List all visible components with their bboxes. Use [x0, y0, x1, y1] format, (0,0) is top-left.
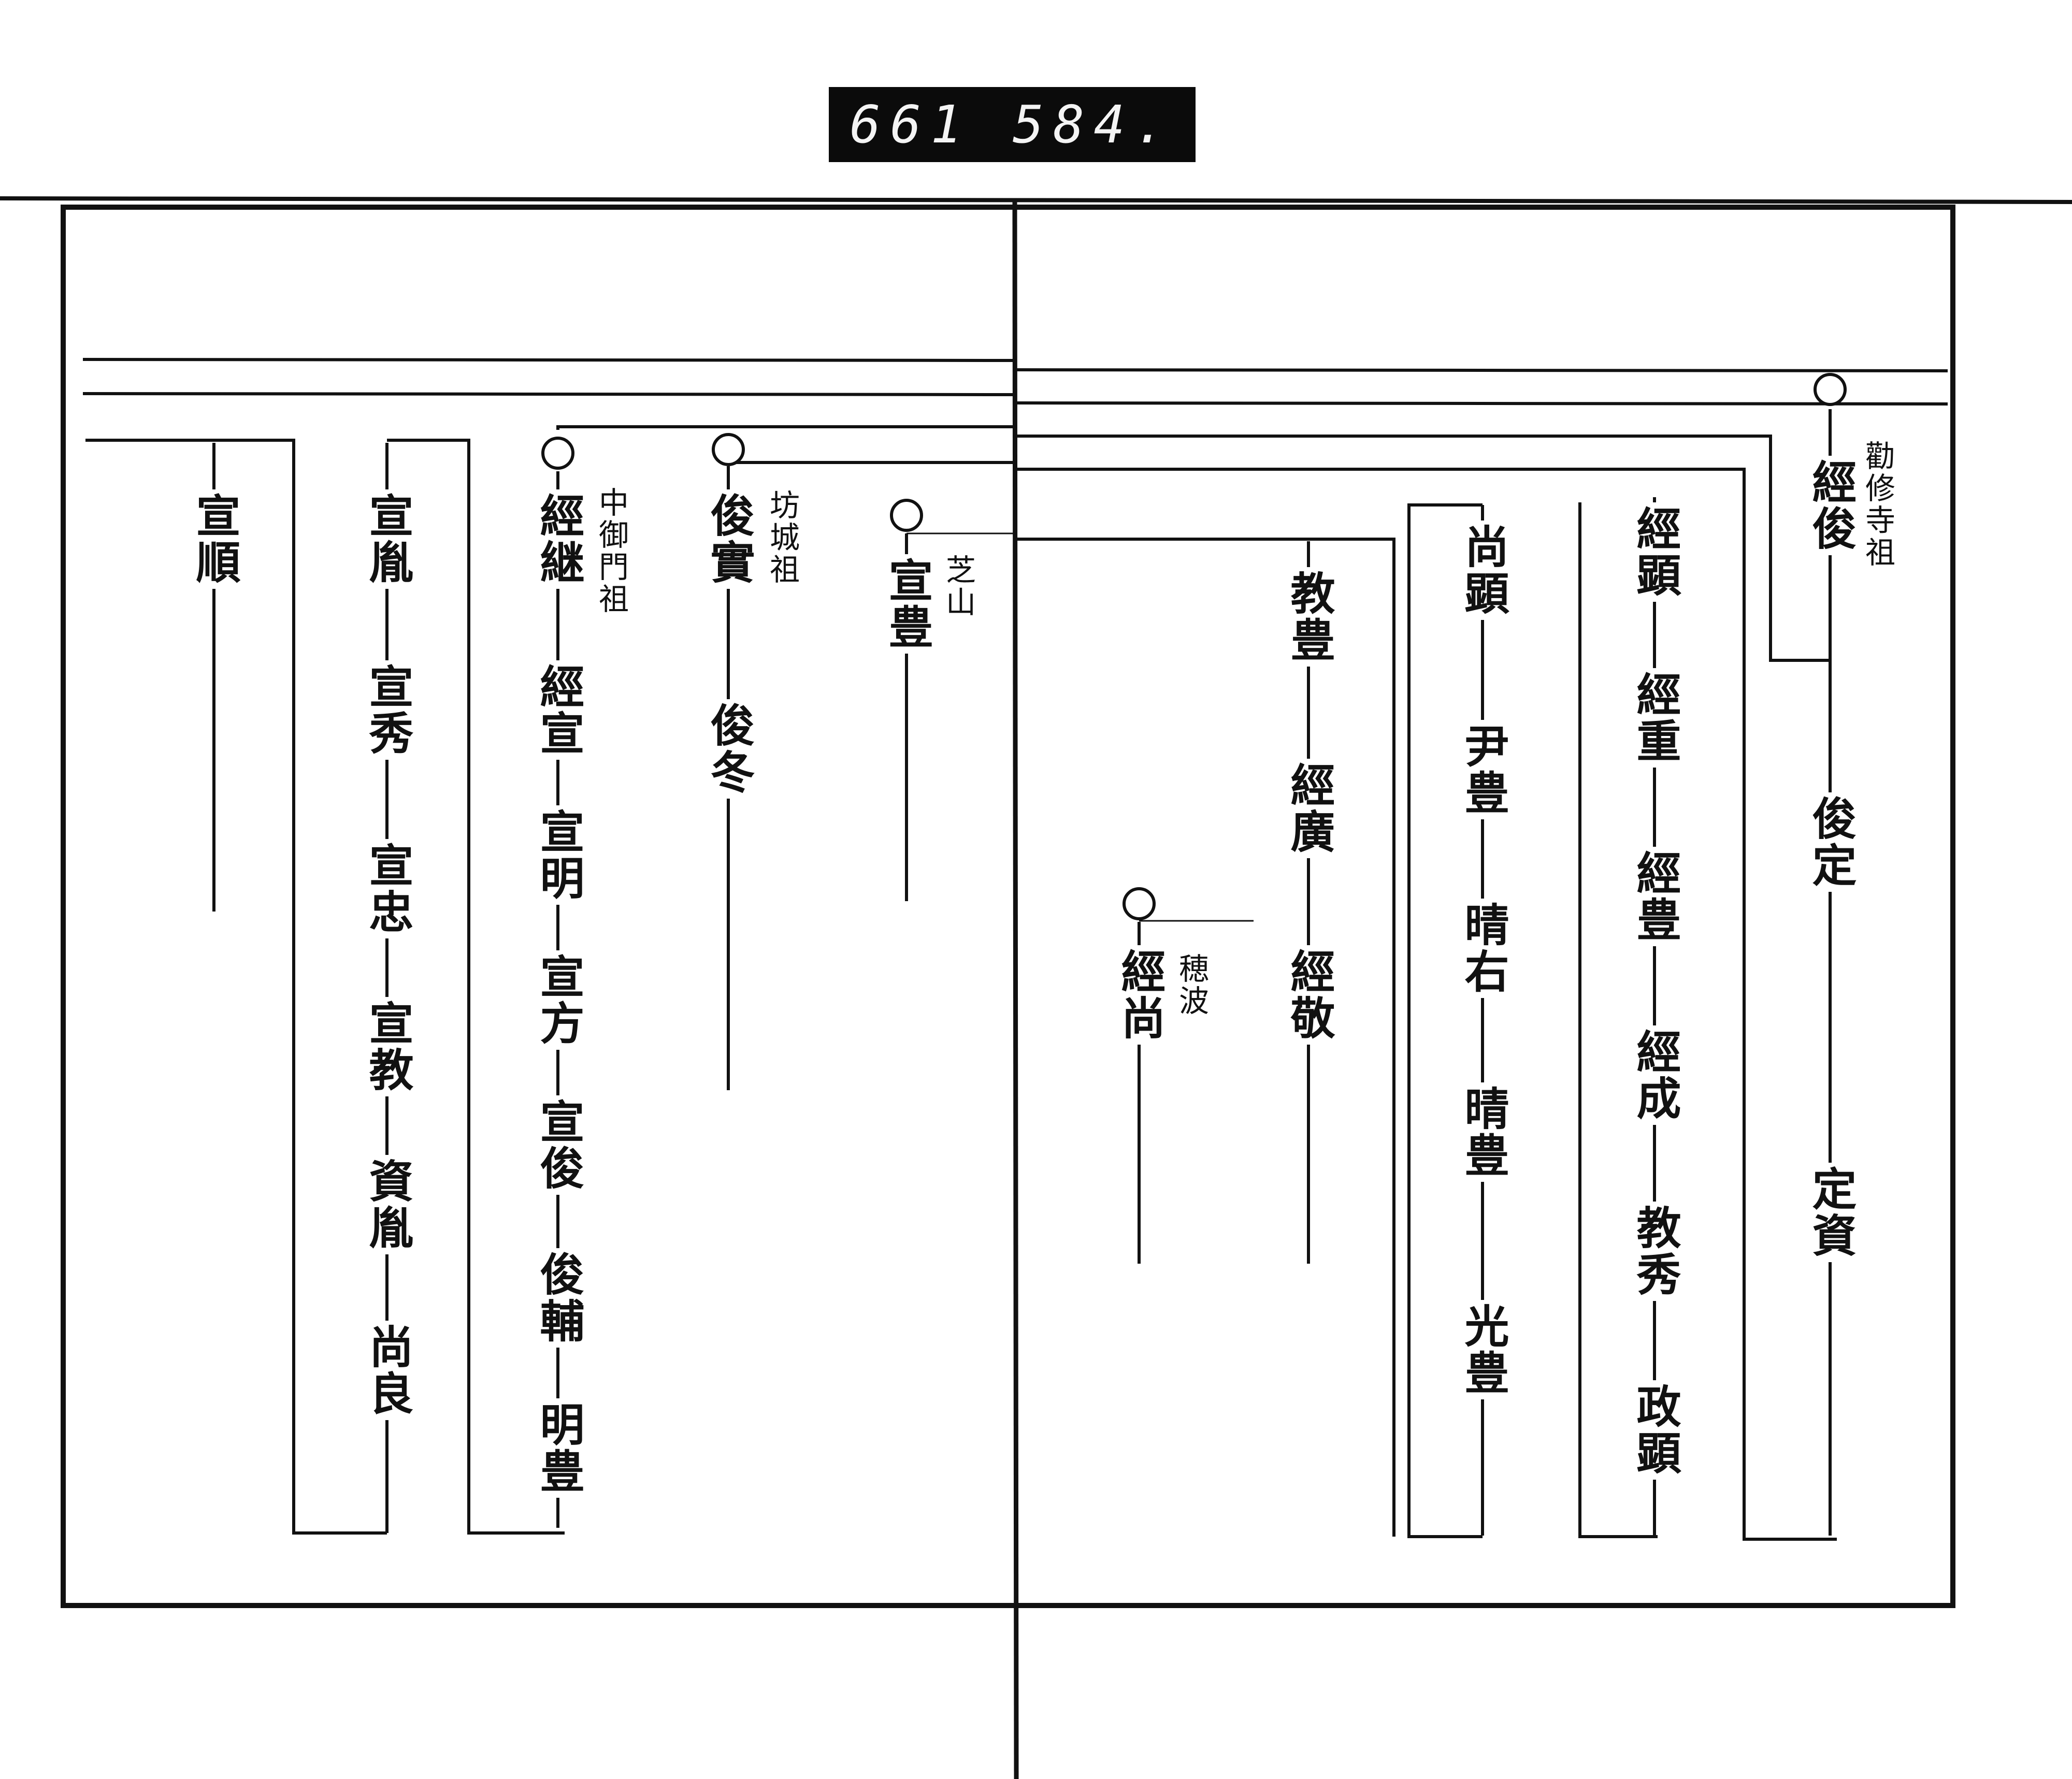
person-name: 晴豊 [1457, 1082, 1509, 1182]
person-name: 定資 [1804, 1163, 1857, 1262]
person-name: 經継 [532, 489, 584, 589]
person-name: 宣忠 [361, 839, 413, 938]
person-name: 政顕 [1629, 1380, 1681, 1480]
reel-number-label: 661 584. [829, 87, 1196, 162]
person-name: 經敬 [1283, 945, 1335, 1045]
reel-number-left: 661 [850, 94, 971, 155]
rule-right-1 [1014, 368, 1948, 372]
person-name: 俊定 [1804, 792, 1857, 892]
person-name: 經俊 [1804, 456, 1857, 555]
person-name: 經宣 [532, 660, 584, 760]
rule-right-2 [1014, 401, 1948, 406]
person-name: 宣順 [188, 489, 240, 589]
lineage-circle-icon [1814, 373, 1847, 406]
family-branch-label: 中御門祖 [594, 487, 629, 615]
lineage-circle-icon [890, 499, 923, 532]
book-spine [1012, 198, 1019, 1779]
person-name: 俊實 [702, 489, 755, 589]
bracket-8 [387, 439, 565, 1535]
person-name: 光豊 [1457, 1300, 1509, 1399]
person-name: 經成 [1629, 1025, 1681, 1125]
bracket-2 [1016, 468, 1837, 1541]
person-name: 資胤 [361, 1155, 413, 1254]
person-name: 尹豊 [1457, 720, 1509, 819]
family-branch-label: 穂波 [1174, 953, 1209, 1017]
bracket-3 [1578, 502, 1658, 1538]
bracket-4 [1407, 503, 1483, 1538]
family-branch-label: 坊城祖 [765, 489, 800, 586]
bracket-1 [1016, 435, 1830, 662]
person-name: 教秀 [1629, 1202, 1681, 1301]
person-name: 宣豊 [881, 554, 933, 654]
bracket-5 [1016, 538, 1395, 1537]
rule-left-1 [82, 358, 1015, 362]
family-branch-label: 勸修寺祖 [1860, 440, 1895, 569]
family-branch-label: 芝山 [941, 554, 976, 618]
lineage-circle-icon [1123, 887, 1156, 920]
person-name: 宣明 [532, 805, 584, 905]
person-name: 經尚 [1113, 945, 1166, 1045]
rule-left-2 [82, 392, 1015, 396]
person-name: 經重 [1629, 668, 1681, 768]
lineage-circle-icon [712, 433, 745, 466]
person-name: 晴右 [1457, 899, 1509, 998]
bracket-9 [556, 425, 1015, 430]
page-top-edge [0, 196, 2072, 204]
person-name: 宣俊 [532, 1095, 584, 1195]
book-outline [61, 205, 1955, 1608]
person-name: 宣胤 [361, 489, 413, 589]
lineage-circle-icon [541, 437, 574, 470]
person-name: 尚良 [361, 1321, 413, 1420]
person-name: 經顕 [1629, 502, 1681, 602]
person-name: 宣方 [532, 950, 584, 1050]
person-name: 宣教 [361, 997, 413, 1096]
person-name: 明豊 [532, 1398, 584, 1498]
person-name: 俊輔 [532, 1248, 584, 1348]
bracket-7 [85, 439, 387, 1535]
person-name: 教豊 [1283, 567, 1335, 667]
person-name: 經豊 [1629, 847, 1681, 946]
person-name: 宣秀 [361, 660, 413, 760]
reel-number-right: 584. [1013, 94, 1175, 155]
person-name: 尚顕 [1457, 520, 1509, 620]
person-name: 俊冬 [702, 699, 755, 799]
person-name: 經廣 [1283, 759, 1335, 858]
